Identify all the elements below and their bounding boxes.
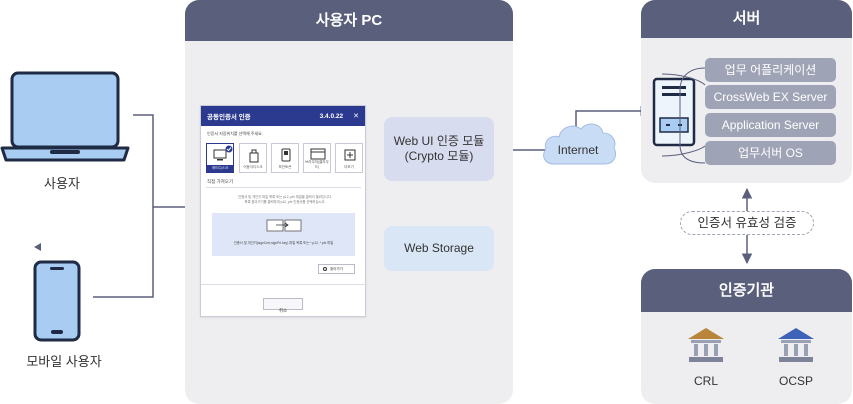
usb-drive-icon (249, 149, 259, 163)
dialog-select-prompt: 인증서 저장위치를 선택해 주세요. (207, 131, 263, 136)
storage-option-label: 이동식디스크 (243, 165, 263, 169)
dialog-version: 3.4.0.22 (319, 112, 344, 120)
drop-zone-text: 인증서 및 개인키(signCert,signPri.key) 파일 목록 또는… (233, 241, 334, 245)
server-component-crossweb: CrossWeb EX Server (705, 85, 836, 109)
crl-building-icon (688, 328, 724, 362)
dialog-title: 공동인증서 인증 (207, 114, 251, 121)
web-ui-auth-module: Web UI 인증 모듈 (Crypto 모듈) (384, 117, 494, 181)
desktop-user-label: 사용자 (44, 176, 80, 191)
mobile-left-arrow (34, 243, 41, 251)
storage-option-browser[interactable]: 브라우저(클라우드) (303, 143, 331, 173)
storage-option-removable[interactable]: 이동식디스크 (239, 143, 267, 173)
web-storage-node: Web Storage (384, 226, 494, 271)
browse-button-label: 찾아가기 (330, 267, 343, 271)
direct-import-label: 직접 가져오기 (207, 179, 234, 184)
web-ui-module-line2: (Crypto 모듈) (404, 149, 474, 163)
dialog-divider-bottom (201, 284, 367, 285)
smartphone-icon (33, 260, 81, 342)
drag-files-icon (266, 219, 302, 232)
mobile-user-label: 모바일 사용자 (26, 354, 102, 369)
user-pc-title: 사용자 PC (185, 0, 513, 41)
storage-option-more[interactable]: 더보기 (335, 143, 363, 173)
storage-option-label: 브라우저(클라우드) (305, 160, 329, 169)
server-title: 서버 (641, 0, 852, 38)
selected-check-icon (225, 145, 233, 153)
mobile-to-pc-line (93, 207, 154, 298)
storage-option-label: 하드디스크 (207, 165, 233, 172)
cancel-button[interactable]: 취소 (263, 298, 303, 313)
dialog-titlebar: 공동인증서 인증 3.4.0.22 ✕ (201, 106, 365, 126)
ocsp-label: OCSP (778, 374, 813, 388)
internet-to-server-line (575, 105, 652, 128)
server-bracket (661, 67, 706, 164)
storage-option-label: 더보기 (344, 165, 354, 169)
web-storage-label: Web Storage (404, 241, 474, 255)
browser-window-icon (310, 148, 326, 160)
server-tower-icon (652, 77, 696, 147)
more-icon (344, 149, 356, 161)
web-ui-module-line1: Web UI 인증 모듈 (393, 134, 485, 148)
desktop-to-pc-line (133, 114, 154, 207)
internet-cloud-icon (543, 123, 617, 165)
harddisk-icon (213, 149, 227, 161)
server-component-os: 업무서버 OS (705, 141, 836, 165)
storage-option-label: 보안토큰 (278, 165, 292, 169)
certificate-drop-zone[interactable]: 인증서 및 개인키(signCert,signPri.key) 파일 목록 또는… (212, 213, 355, 256)
dialog-close-icon[interactable]: ✕ (353, 113, 359, 120)
dialog-divider (206, 187, 361, 188)
import-description-line2: 목록 찾아가기를 클릭하여 p12, pfx 인증서를 선택하십시오. (244, 200, 326, 204)
laptop-icon (0, 71, 130, 162)
internet-label: Internet (557, 143, 599, 157)
storage-option-token[interactable]: 보안토큰 (271, 143, 299, 173)
import-description-line1: 인증서 및 개인키 파일 목록 또는 p12, pfx 파일을 클릭이 올려있니… (238, 195, 332, 199)
storage-option-harddisk[interactable]: 하드디스크 (206, 143, 234, 173)
ca-panel: 인증기관 (641, 269, 852, 404)
certificate-dialog: 공동인증서 인증 3.4.0.22 ✕ 인증서 저장위치를 선택해 주세요. 하… (200, 105, 367, 317)
server-component-business-app: 업무 어플리케이션 (705, 58, 836, 82)
browse-button[interactable]: 찾아가기 (318, 264, 355, 274)
magnifier-icon (323, 267, 327, 271)
cancel-button-label: 취소 (278, 308, 288, 313)
server-component-app-server: Application Server (705, 113, 836, 137)
ocsp-building-icon (778, 328, 814, 362)
ca-title: 인증기관 (641, 269, 852, 312)
crl-label: CRL (693, 374, 718, 388)
certificate-validation-label: 인증서 유효성 검증 (680, 211, 814, 235)
security-token-icon (281, 148, 291, 162)
